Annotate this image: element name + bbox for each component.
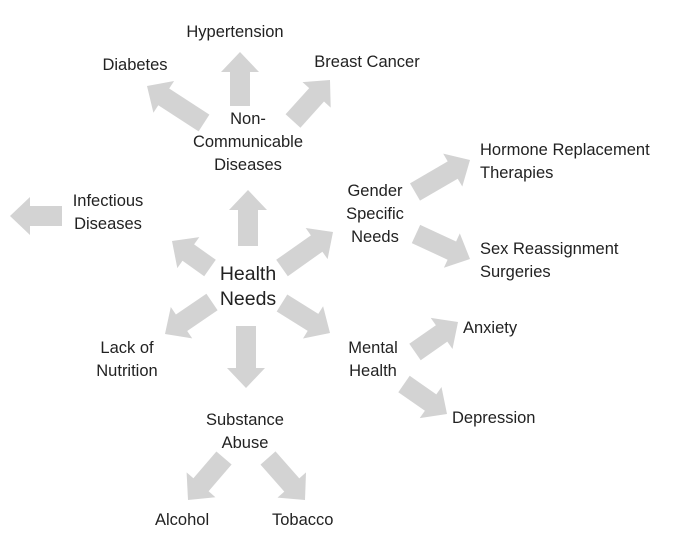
arrow-to-depression (398, 375, 447, 419)
arrow-to-anxiety (409, 317, 458, 361)
arrow-to-infectious (10, 197, 62, 235)
arrow-center-to-mental (276, 294, 330, 339)
breast-cancer-label: Breast Cancer (314, 53, 420, 71)
anxiety-label: Anxiety (463, 319, 518, 337)
arrow-center-to-substance (227, 326, 265, 388)
arrow-to-breast-cancer (285, 80, 331, 128)
arrow-center-to-infectious (172, 237, 216, 277)
arrow-center-to-gender (276, 228, 333, 277)
depression-label: Depression (452, 409, 536, 427)
tobacco-label: Tobacco (272, 511, 334, 529)
arrow-to-sex-reassignment (411, 224, 470, 268)
arrow-to-diabetes (147, 81, 210, 132)
hypertension-label: Hypertension (186, 23, 284, 41)
arrow-to-alcohol (186, 451, 232, 500)
diabetes-label: Diabetes (102, 56, 168, 74)
arrow-to-hormone (410, 153, 470, 201)
arrow-center-to-nutrition (165, 293, 218, 339)
alcohol-label: Alcohol (155, 511, 210, 529)
arrow-to-hypertension (221, 52, 259, 106)
arrow-to-tobacco (260, 451, 306, 500)
arrow-center-to-noncommunicable (229, 190, 267, 246)
